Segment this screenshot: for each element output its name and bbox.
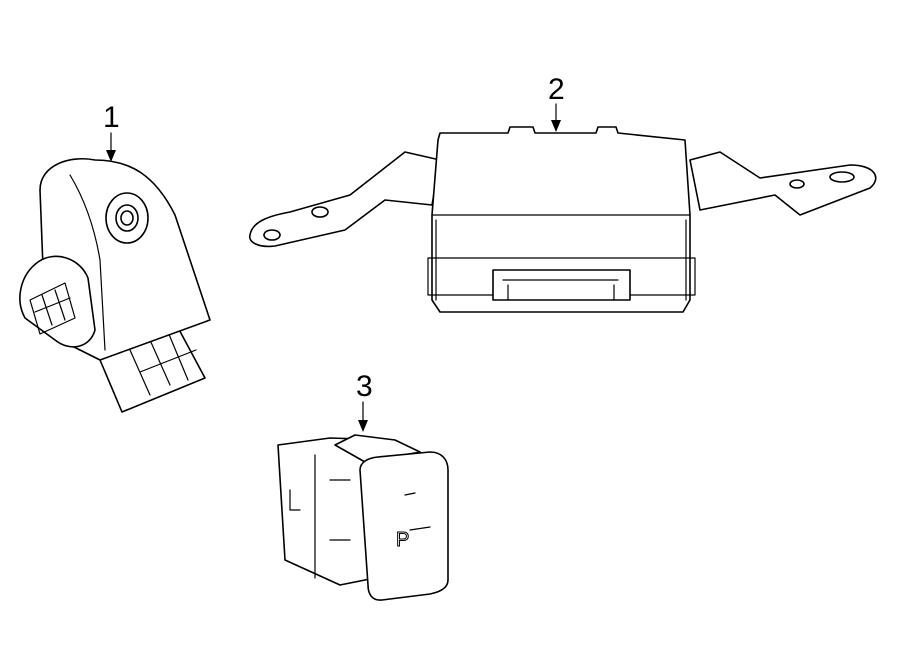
part-2-right-bracket — [689, 151, 877, 216]
callout-3: 3 — [356, 370, 373, 432]
callout-1: 1 — [103, 101, 120, 162]
part-2-control-module — [249, 126, 877, 313]
part-1-sensor — [19, 158, 211, 413]
part-1-side-plug — [19, 255, 96, 348]
callout-3-arrow — [358, 420, 368, 432]
callout-2-arrow — [551, 120, 561, 132]
callout-3-label: 3 — [356, 370, 373, 403]
callout-2: 2 — [548, 73, 565, 132]
part-2-connector-port — [492, 269, 631, 301]
callout-1-arrow — [106, 150, 116, 162]
part-3-symbol: P — [396, 529, 409, 551]
part-3-switch: P — [277, 434, 449, 601]
callout-1-label: 1 — [103, 101, 120, 134]
part-2-housing — [431, 126, 691, 313]
callout-2-label: 2 — [548, 73, 565, 106]
part-3-button-face — [359, 451, 449, 601]
